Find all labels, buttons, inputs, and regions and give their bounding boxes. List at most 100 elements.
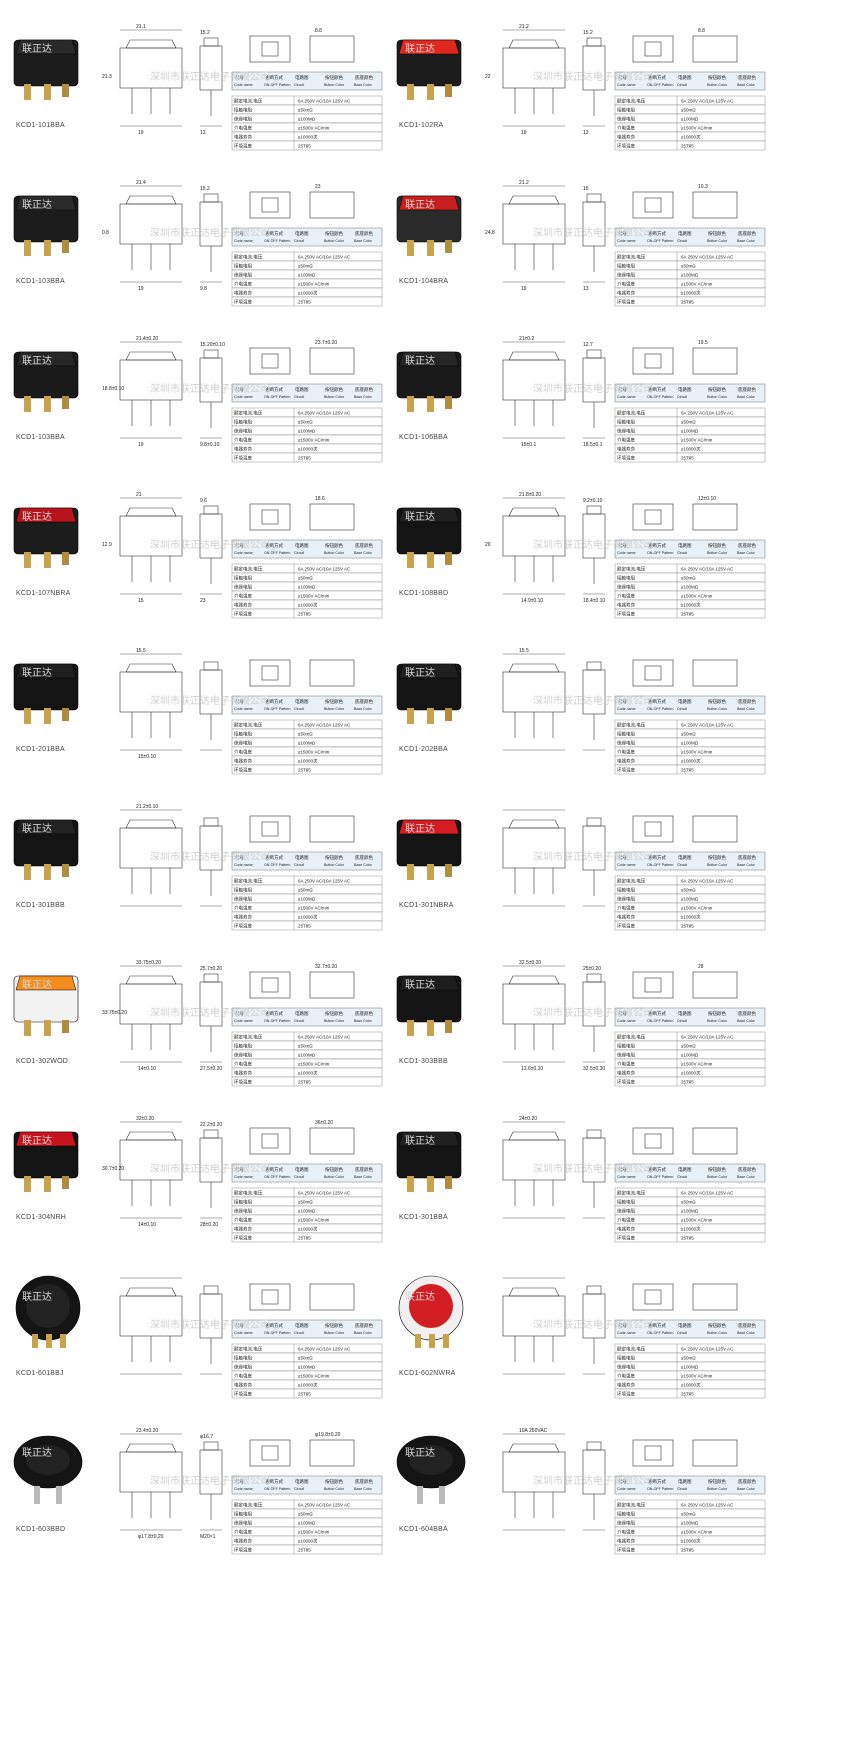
terminal-pin <box>445 1020 452 1033</box>
front-view-rocker <box>508 1443 560 1453</box>
spec-value: ≥10000次 <box>298 757 318 764</box>
mounting-hole-view <box>309 347 355 375</box>
mounting-hole-view <box>309 1127 355 1155</box>
switch-photo <box>389 488 473 572</box>
mounting-hole-view <box>309 971 355 999</box>
model-number: KCD1-301NBRA <box>399 902 454 909</box>
table-header-cell-en: Button Color <box>707 395 728 399</box>
dimension-label: 21.8±0.20 <box>519 492 541 498</box>
table-header-cell-en: Circuit <box>294 863 304 867</box>
spec-label: 环境温度 <box>617 298 635 305</box>
rocker-button <box>15 39 77 55</box>
spec-value: 6A 250V AC/10A 125V AC <box>681 878 734 883</box>
company-watermark: 深圳市联正达电子有限公司 <box>150 852 270 863</box>
table-header-cell-en: Code name <box>234 395 253 399</box>
table-header-cell: 电路图 <box>678 230 692 237</box>
table-header-cell-en: ON-OFF Pattern <box>264 1019 290 1023</box>
panel-cutout <box>249 1127 291 1155</box>
spec-label: 介电强度 <box>234 280 252 287</box>
table-header-cell: 底座颜色 <box>355 542 373 549</box>
spec-label: 电器寿命 <box>617 289 635 296</box>
spec-label: 环境温度 <box>234 766 252 773</box>
spec-value: ≥1500V AC/min <box>681 593 713 598</box>
dimension-label: 8.8 <box>698 28 705 34</box>
table-header-cell-en: Base Color <box>354 863 373 867</box>
dimension-label: 15.2 <box>200 30 210 36</box>
panel-cutout-inner <box>261 197 279 213</box>
panel-cutout-inner <box>261 509 279 525</box>
panel-cutout <box>249 35 291 63</box>
terminal-pin <box>56 1486 62 1504</box>
spec-label: 绝缘电阻 <box>617 427 635 434</box>
spec-label: 电器寿命 <box>234 1381 252 1388</box>
switch-photo <box>6 644 90 728</box>
dimension-label: 22.2±0.20 <box>200 1122 222 1128</box>
spec-label: 介电强度 <box>234 436 252 443</box>
switch-photo <box>389 1424 473 1508</box>
switch-photo <box>6 176 90 260</box>
spec-label: 电器寿命 <box>617 1381 635 1388</box>
switch-photo <box>389 800 473 884</box>
rocker-button <box>409 1445 453 1475</box>
front-view-rocker <box>508 39 560 49</box>
panel-cutout <box>632 1283 674 1311</box>
spec-label: 环境温度 <box>617 142 635 149</box>
terminal-pin <box>445 864 452 877</box>
terminal-pin <box>445 1176 452 1189</box>
dimension-label: 0.8 <box>102 230 109 236</box>
switch-photo <box>389 1112 473 1196</box>
model-number: KCD1-303BBB <box>399 1058 448 1065</box>
photo-watermark: 联正达 <box>405 1448 435 1459</box>
spec-label: 绝缘电阻 <box>617 739 635 746</box>
photo-watermark: 联正达 <box>405 668 435 679</box>
terminal-pin <box>445 708 452 721</box>
company-watermark: 深圳市联正达电子有限公司 <box>150 1476 270 1487</box>
spec-label: 介电强度 <box>617 436 635 443</box>
dimension-label: 13 <box>583 286 589 292</box>
company-watermark: 深圳市联正达电子有限公司 <box>533 696 653 707</box>
dimension-label: 15.5 <box>136 648 146 654</box>
spec-value: ≥100MΩ <box>681 428 699 433</box>
dimension-label: 23.4±0.20 <box>136 1428 158 1434</box>
spec-value: 6A 250V AC/10A 125V AC <box>681 410 734 415</box>
dimension-label: 21.2 <box>519 180 529 186</box>
spec-label: 环境温度 <box>234 454 252 461</box>
table-header-cell-en: Base Color <box>737 707 756 711</box>
spec-value: ≥100MΩ <box>298 1208 316 1213</box>
table-header-cell-en: Button Color <box>324 1019 345 1023</box>
dimension-label: 18.4±0.10 <box>583 598 605 604</box>
table-header-cell-en: Button Color <box>324 707 345 711</box>
photo-watermark: 联正达 <box>22 44 52 55</box>
rocker-button <box>398 39 460 55</box>
table-header-cell: 代号 <box>618 230 627 237</box>
table-header-cell-en: Button Color <box>324 239 345 243</box>
panel-cutout-inner <box>261 977 279 993</box>
terminal-pin <box>62 1020 69 1033</box>
spec-value: 6A 250V AC/10A 125V AC <box>298 410 351 415</box>
rocker-button <box>26 1445 70 1475</box>
spec-value: 6A 250V AC/10A 125V AC <box>681 1502 734 1507</box>
spec-value: 25T85 <box>298 1391 311 1396</box>
spec-label: 接触电阻 <box>617 1510 635 1517</box>
table-header-cell: 通断方式 <box>265 1010 283 1017</box>
dimension-label: 15.2 <box>583 30 593 36</box>
spec-value: 6A 250V AC/10A 125V AC <box>298 722 351 727</box>
front-view-rocker <box>125 1131 177 1141</box>
company-watermark: 深圳市联正达电子有限公司 <box>150 72 270 83</box>
spec-label: 接触电阻 <box>617 886 635 893</box>
terminal-pin <box>427 84 434 100</box>
table-header-cell: 通断方式 <box>265 854 283 861</box>
table-header-cell-en: Button Color <box>324 1487 345 1491</box>
table-header-cell-en: Base Color <box>354 239 373 243</box>
spec-value: 25T85 <box>681 1391 694 1396</box>
spec-label: 环境温度 <box>617 1078 635 1085</box>
terminal-pin <box>62 84 69 97</box>
table-header-cell-en: ON-OFF Pattern <box>264 239 290 243</box>
